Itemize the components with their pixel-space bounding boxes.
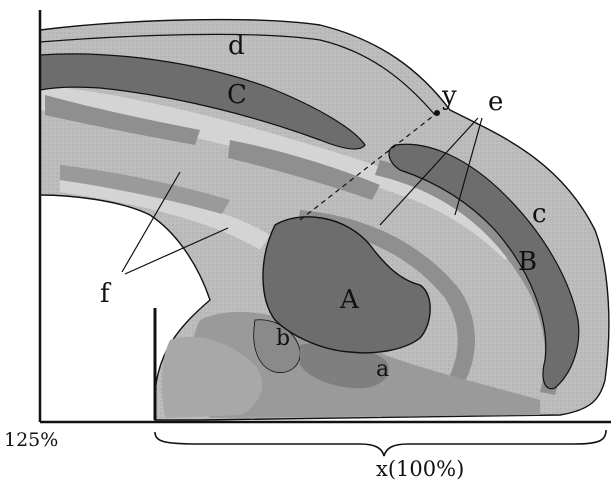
label-f: f [100,279,112,309]
point-y-marker [434,110,440,116]
bottom-brace [155,430,606,456]
scale-label-left: 125% [4,429,58,451]
label-c: c [532,199,547,229]
label-region-c: C [227,80,247,110]
label-a: a [376,357,389,382]
label-b: b [276,326,290,351]
label-e: e [488,87,503,117]
label-region-b: B [518,247,537,277]
label-y: y [441,81,457,111]
label-d: d [228,31,245,61]
label-region-a: A [339,285,360,315]
scale-label-bottom: x(100%) [376,457,464,481]
